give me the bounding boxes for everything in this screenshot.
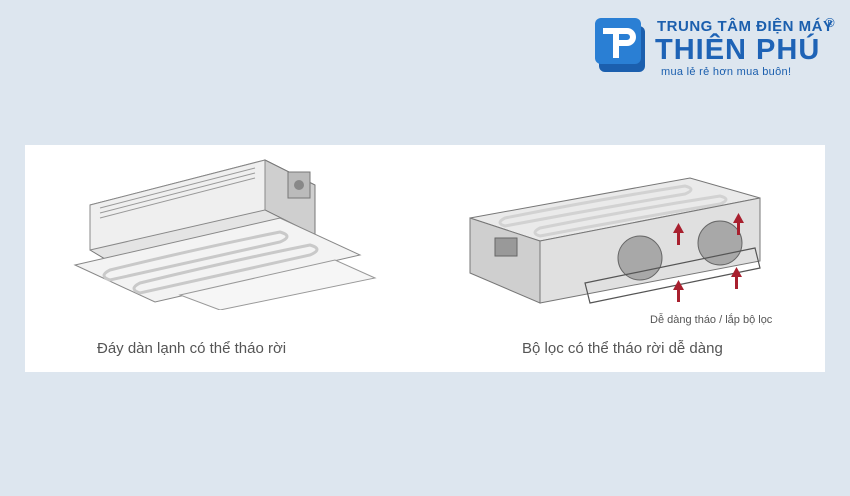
left-caption: Đáy dàn lạnh có thể tháo rời (97, 340, 287, 357)
arrow-icon (673, 213, 744, 302)
brand-line1: TRUNG TÂM ĐIỆN MÁY (657, 18, 834, 35)
removable-base-illustration (73, 159, 377, 310)
registered-mark: ® (825, 15, 835, 30)
filter-note: Dễ dàng tháo / lắp bộ lọc (650, 314, 773, 326)
tp-logo-icon (595, 18, 645, 72)
right-caption: Bộ lọc có thể tháo rời dễ dàng (522, 340, 723, 357)
brand-slogan: mua lẻ rẻ hơn mua buôn! (661, 66, 792, 78)
feature-panel: Đáy dàn lạnh có thể tháo rời Dễ dàng thá… (25, 145, 825, 372)
brand-name: THIÊN PHÚ (655, 34, 821, 66)
removable-filter-illustration (469, 177, 761, 304)
brand-logo: TRUNG TÂM ĐIỆN MÁY ® THIÊN PHÚ mua lẻ rẻ… (593, 14, 843, 78)
